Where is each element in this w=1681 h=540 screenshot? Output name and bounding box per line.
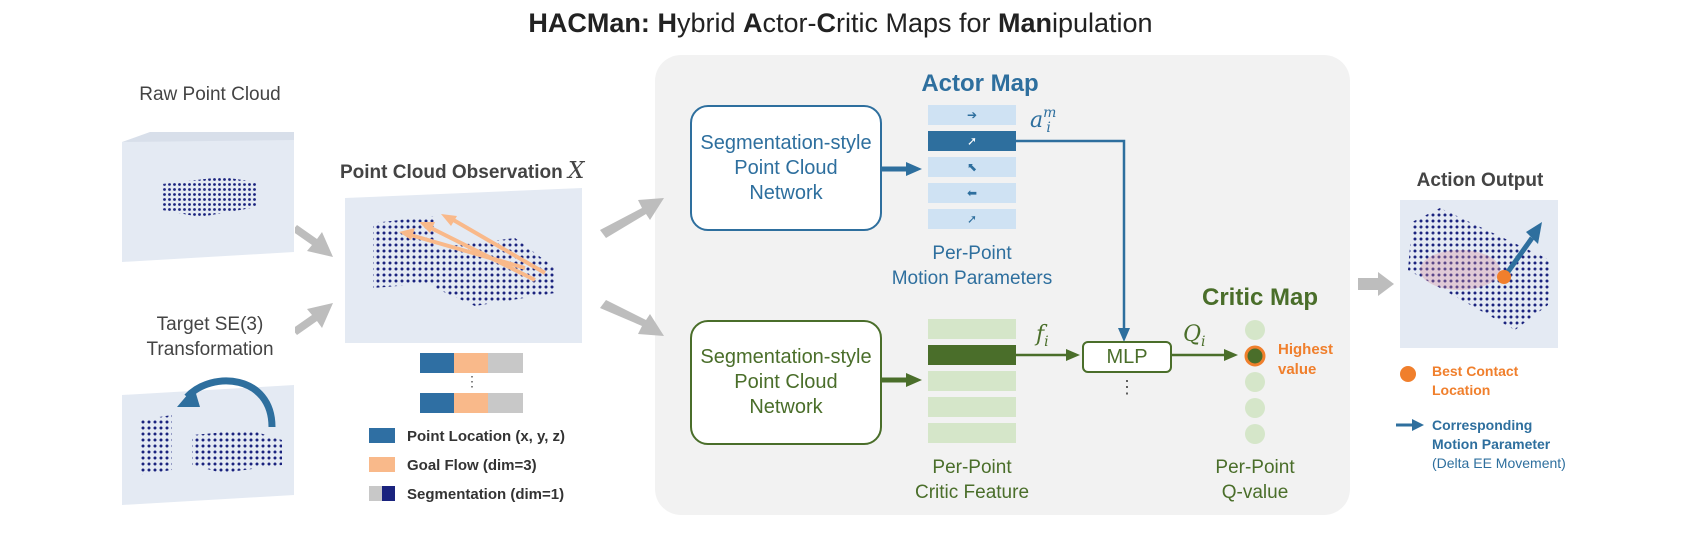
raw-point-cloud-image [122, 132, 294, 262]
feature-vector-top [420, 353, 523, 373]
q-value-circle [1245, 424, 1265, 444]
legend-swatch-point-location [369, 428, 395, 443]
highest-line-1: Highest [1278, 341, 1334, 358]
target-transformation-image [122, 377, 294, 505]
best-contact-line-1: Best Contact [1432, 363, 1519, 379]
raw-point-cloud-label: Raw Point Cloud [139, 84, 281, 105]
critic-feature-row [928, 397, 1016, 417]
feature-to-mlp-arrow [1016, 349, 1080, 361]
q-symbol: Qi [1183, 322, 1206, 350]
legend-swatch-goal-flow [369, 457, 395, 472]
observation-to-critic-arrow [600, 300, 664, 336]
motion-parameter-stack: ➔ ➚ ⬉ ⬅ ➚ [928, 105, 1016, 229]
feature-segmentation [488, 353, 523, 373]
actor-network-line-1: Segmentation-style [700, 131, 872, 154]
motion-line-3: (Delta EE Movement) [1432, 455, 1566, 471]
actor-network-box: Segmentation-style Point Cloud Network [690, 105, 882, 231]
q-value-caption: Per-Point Q-value [1185, 455, 1325, 505]
motion-row-selected: ➚ [928, 131, 1016, 151]
motion-line-2: Motion Parameter [1432, 436, 1551, 452]
motion-row: ➔ [928, 105, 1016, 125]
mlp-to-q-arrow [1172, 349, 1238, 361]
mlp-box: MLP [1082, 341, 1172, 373]
actor-map-title: Actor Map [921, 70, 1039, 97]
motion-row: ⬉ [928, 157, 1016, 177]
feature-point-location [420, 393, 454, 413]
feature-goal-flow [454, 353, 488, 373]
critic-map-title: Critic Map [1201, 284, 1318, 311]
critic-feature-row [928, 371, 1016, 391]
legend-goal-flow: Goal Flow (dim=3) [407, 457, 537, 474]
actor-to-mlp-arrow [1016, 139, 1130, 342]
actor-caption-line-2: Motion Parameters [891, 268, 1053, 289]
q-value-circles [1244, 320, 1266, 444]
feature-vector-bottom [420, 393, 523, 413]
critic-network-line-1: Segmentation-style [700, 346, 872, 368]
motion-parameter-label: Corresponding Motion Parameter (Delta EE… [1432, 416, 1566, 473]
diagram-title: HACMan: Hybrid Actor-Critic Maps for Man… [528, 8, 1153, 38]
action-output-image [1400, 200, 1558, 348]
feature-point-location [420, 353, 454, 373]
observation-to-actor-arrow [600, 198, 664, 238]
actor-caption-line-1: Per-Point [932, 243, 1012, 264]
actor-network-arrow [882, 162, 922, 176]
motion-row: ➚ [928, 209, 1016, 229]
highest-line-2: value [1278, 361, 1317, 378]
mlp-dots: ⋮ [1118, 377, 1136, 397]
observation-to-networks-arrows [600, 198, 664, 336]
critic-network-line-2: Point Cloud [734, 371, 838, 393]
feature-symbol: fi [1036, 322, 1049, 350]
critic-feature-row [928, 319, 1016, 339]
input-arrows [295, 225, 333, 335]
feature-segmentation [488, 393, 523, 413]
best-contact-dot-icon [1400, 366, 1416, 382]
motion-line-1: Corresponding [1432, 417, 1533, 433]
critic-feature-caption-line-1: Per-Point [932, 457, 1012, 478]
q-value-circle [1245, 372, 1265, 392]
legend-swatch-segmentation-navy [382, 486, 395, 501]
legend-segmentation: Segmentation (dim=1) [407, 486, 565, 503]
critic-feature-caption-line-2: Critic Feature [914, 482, 1030, 503]
actor-symbol: ami [1030, 105, 1057, 136]
q-caption-line-1: Per-Point [1215, 457, 1295, 478]
critic-feature-row [928, 423, 1016, 443]
highest-value-label: Highest value [1278, 340, 1333, 380]
raw-to-observation-arrow [295, 225, 333, 257]
motion-parameter-arrow-icon [1396, 419, 1424, 431]
action-output-title: Action Output [1416, 170, 1544, 191]
critic-feature-caption: Per-Point Critic Feature [872, 455, 1072, 505]
feature-vector-dots: ⋮ [465, 373, 479, 389]
legend-point-location: Point Location (x, y, z) [407, 428, 566, 445]
target-line-2: Transformation [146, 339, 274, 360]
actor-network-line-2: Point Cloud [734, 156, 838, 179]
observation-title: Point Cloud Observation X [340, 158, 585, 184]
panel-to-output-arrow [1358, 272, 1394, 296]
feature-goal-flow [454, 393, 488, 413]
q-value-circle-highest [1244, 345, 1266, 367]
q-caption-line-2: Q-value [1221, 482, 1289, 503]
critic-feature-stack [928, 319, 1016, 443]
actor-network-line-3: Network [749, 181, 823, 204]
observation-symbol: X [568, 158, 585, 184]
best-contact-label: Best Contact Location [1432, 362, 1518, 400]
q-value-circle [1245, 320, 1265, 340]
target-to-observation-arrow [295, 303, 333, 335]
critic-network-arrow [882, 373, 922, 387]
q-value-circle [1245, 398, 1265, 418]
motion-row: ⬅ [928, 183, 1016, 203]
observation-point-cloud-image [345, 188, 582, 343]
critic-feature-row-selected [928, 345, 1016, 365]
best-contact-line-2: Location [1432, 382, 1491, 398]
actor-caption: Per-Point Motion Parameters [870, 241, 1074, 291]
target-transformation-label: Target SE(3) Transformation [110, 312, 310, 362]
legend-swatch-segmentation-gray [369, 486, 382, 501]
target-line-1: Target SE(3) [156, 314, 264, 335]
critic-network-box: Segmentation-style Point Cloud Network [690, 320, 882, 445]
critic-network-line-3: Network [749, 396, 823, 418]
